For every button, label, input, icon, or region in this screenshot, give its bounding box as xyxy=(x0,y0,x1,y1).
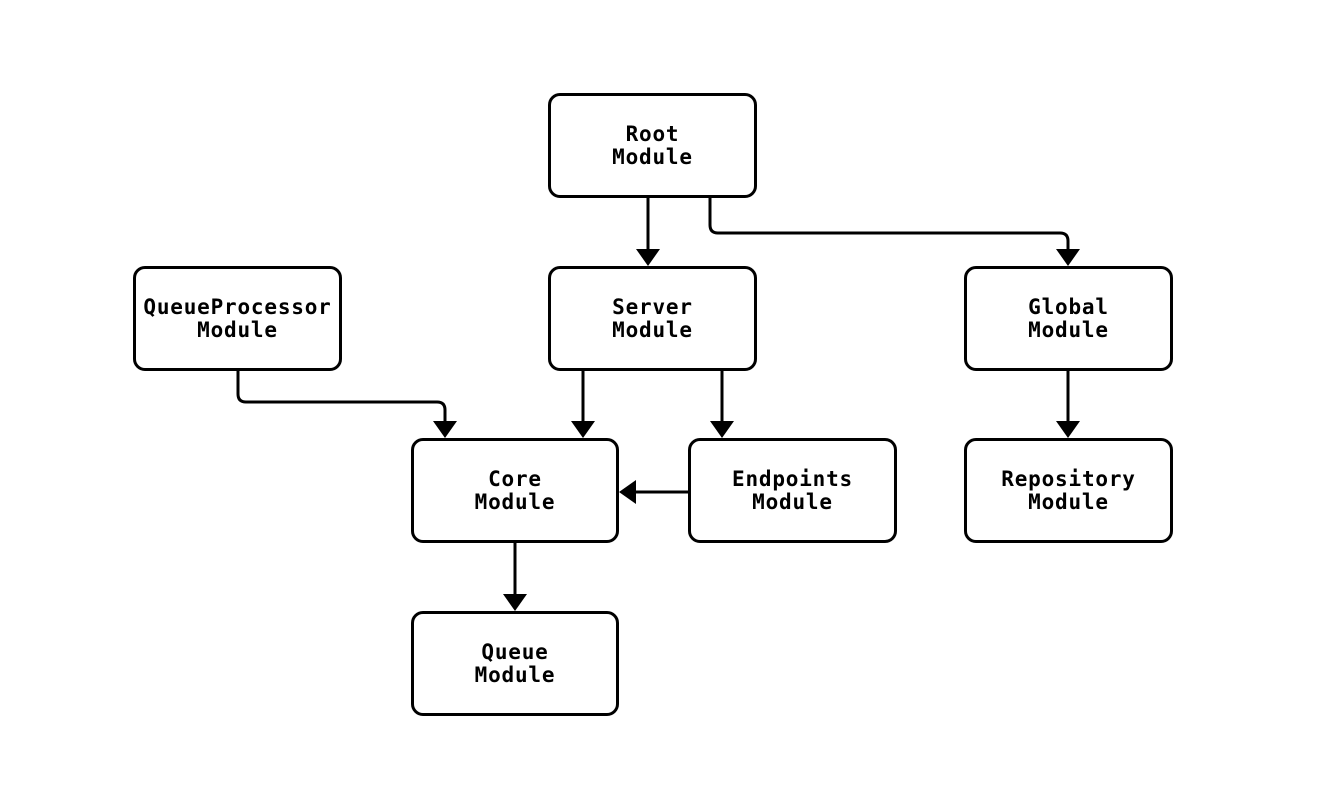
node-server-module: Server Module xyxy=(548,266,757,371)
arrowhead-down-icon xyxy=(503,594,527,611)
arrowhead-down-icon xyxy=(710,421,734,438)
node-queue-module: Queue Module xyxy=(411,611,619,716)
edge-root-to-global xyxy=(708,198,1080,266)
node-queueprocessor-module: QueueProcessor Module xyxy=(133,266,342,371)
node-global-module: Global Module xyxy=(964,266,1173,371)
arrowhead-down-icon xyxy=(636,249,660,266)
node-endpoints-module: Endpoints Module xyxy=(688,438,897,543)
edge-queueprocessor-to-core xyxy=(236,371,457,438)
edge-root-to-server xyxy=(636,198,660,266)
edge-server-to-endpoints xyxy=(710,371,734,438)
node-root-module: Root Module xyxy=(548,93,757,198)
node-label: Repository Module xyxy=(1001,466,1136,514)
edge-global-to-repository xyxy=(1056,371,1080,438)
arrowhead-down-icon xyxy=(1056,249,1080,266)
edge-endpoints-to-core xyxy=(619,480,688,504)
node-label: Root Module xyxy=(612,121,693,169)
node-label: Server Module xyxy=(612,294,693,342)
arrowhead-down-icon xyxy=(433,421,457,438)
node-core-module: Core Module xyxy=(411,438,619,543)
node-repository-module: Repository Module xyxy=(964,438,1173,543)
node-label: Endpoints Module xyxy=(732,466,853,514)
arrowhead-down-icon xyxy=(1056,421,1080,438)
node-label: Queue Module xyxy=(474,639,556,687)
arrowhead-left-icon xyxy=(619,480,636,504)
node-label: QueueProcessor Module xyxy=(143,294,332,342)
edge-core-to-queue xyxy=(503,543,527,611)
node-label: Core Module xyxy=(474,466,556,514)
edge-server-to-core xyxy=(571,371,595,438)
node-label: Global Module xyxy=(1028,294,1109,342)
arrowhead-down-icon xyxy=(571,421,595,438)
